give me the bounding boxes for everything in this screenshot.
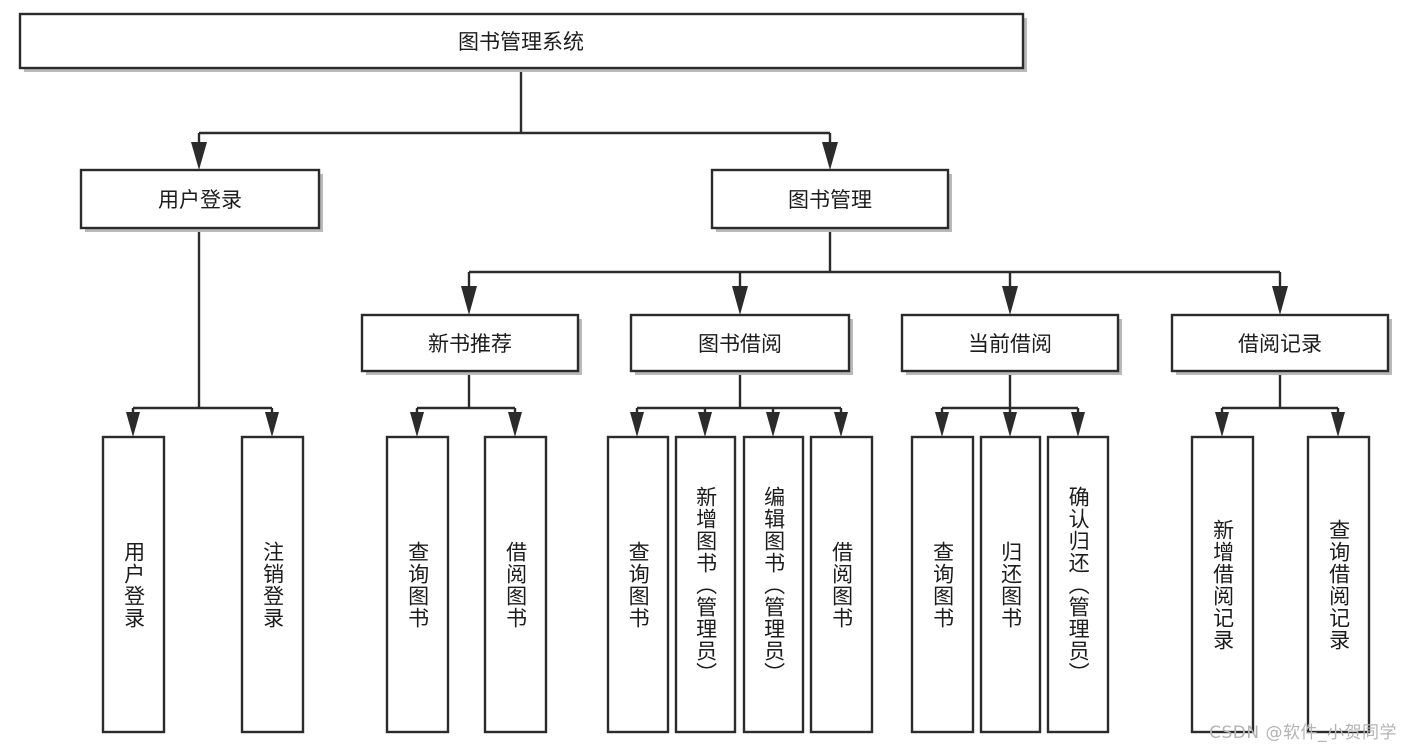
node-new-book-recommend-label: 新书推荐 (428, 332, 512, 356)
node-borrow-record[interactable]: 借阅记录 (1170, 313, 1392, 375)
leaf-borrow-record-add[interactable] (1190, 435, 1255, 734)
leaf-user-login-logout-rect (240, 435, 305, 734)
leaf-current-borrow-return-rect (979, 435, 1042, 734)
leaf-current-borrow-confirm[interactable] (1046, 435, 1110, 734)
leaf-borrow-record-add-rect (1190, 435, 1255, 734)
arrow-head-cb-leaf-2 (1003, 412, 1017, 437)
leaf-book-borrow-edit-rect (742, 435, 805, 734)
leaf-current-borrow-return[interactable] (979, 435, 1042, 734)
node-book-borrow[interactable]: 图书借阅 (629, 313, 853, 375)
node-root-label: 图书管理系统 (458, 30, 584, 54)
arrow-head-nb-leaf-1 (410, 412, 424, 437)
leaf-new-books-borrow[interactable] (483, 435, 548, 734)
leaf-new-books-query-rect (385, 435, 450, 734)
node-book-borrow-rect (629, 313, 851, 373)
node-borrow-record-rect (1170, 313, 1390, 373)
node-current-borrow[interactable]: 当前借阅 (900, 313, 1122, 375)
arrow-head-bb-leaf-3 (766, 412, 780, 437)
node-user-login-label: 用户登录 (158, 188, 242, 212)
node-book-management-rect (710, 168, 950, 230)
leaf-current-borrow-confirm-rect (1046, 435, 1110, 734)
arrow-head-bb-leaf-2 (698, 412, 712, 437)
arrow-head-br-leaf-1 (1215, 412, 1229, 437)
leaf-book-borrow-add[interactable] (674, 435, 737, 734)
node-book-borrow-label: 图书借阅 (698, 332, 782, 356)
edge-group (126, 68, 1345, 437)
leaf-book-borrow-edit[interactable] (742, 435, 805, 734)
node-root[interactable]: 图书管理系统 (18, 12, 1027, 72)
node-new-book-recommend-rect (360, 313, 580, 373)
leaf-book-borrow-borrow[interactable] (809, 435, 874, 734)
leaf-new-books-borrow-rect (483, 435, 548, 734)
node-book-management-label: 图书管理 (788, 188, 872, 212)
arrow-head-bb-leaf-4 (834, 412, 848, 437)
arrow-head-book-borrow (732, 286, 748, 315)
leaf-book-borrow-query[interactable] (606, 435, 670, 734)
leaf-current-borrow-query[interactable] (910, 435, 975, 734)
arrow-head-leaf-user-login (126, 412, 140, 437)
leaf-user-login-logout[interactable] (240, 435, 305, 734)
node-root-rect (18, 12, 1025, 70)
arrow-head-leaf-logout (265, 412, 279, 437)
arrow-head-current-borrow (1002, 286, 1018, 315)
node-new-book-recommend[interactable]: 新书推荐 (360, 313, 582, 375)
leaf-user-login-login-rect (101, 435, 166, 734)
arrow-head-br-leaf-2 (1331, 412, 1345, 437)
node-borrow-record-label: 借阅记录 (1238, 332, 1322, 356)
arrow-head-nb-leaf-2 (508, 412, 522, 437)
arrow-head-bb-leaf-1 (630, 412, 644, 437)
node-current-borrow-rect (900, 313, 1120, 373)
node-book-management[interactable]: 图书管理 (710, 168, 952, 232)
node-user-login-rect (79, 168, 321, 230)
node-current-borrow-label: 当前借阅 (968, 332, 1052, 356)
csdn-watermark: CSDN @软件_小贺同学 (1209, 723, 1397, 743)
leaf-book-borrow-borrow-rect (809, 435, 874, 734)
leaf-book-borrow-query-rect (606, 435, 670, 734)
arrow-head-user-login (191, 142, 207, 170)
arrow-head-borrow-record (1272, 286, 1288, 315)
leaf-book-borrow-add-rect (674, 435, 737, 734)
leaf-borrow-record-query-rect (1306, 435, 1371, 734)
leaf-user-login-login[interactable] (101, 435, 166, 734)
leaf-new-books-query[interactable] (385, 435, 450, 734)
arrow-head-cb-leaf-3 (1071, 412, 1085, 437)
leaf-borrow-record-query[interactable] (1306, 435, 1371, 734)
arrow-head-new-books (461, 286, 477, 315)
arrow-head-cb-leaf-1 (935, 412, 949, 437)
arrow-head-book-mgmt (822, 142, 838, 170)
node-user-login[interactable]: 用户登录 (79, 168, 323, 232)
leaf-current-borrow-query-rect (910, 435, 975, 734)
